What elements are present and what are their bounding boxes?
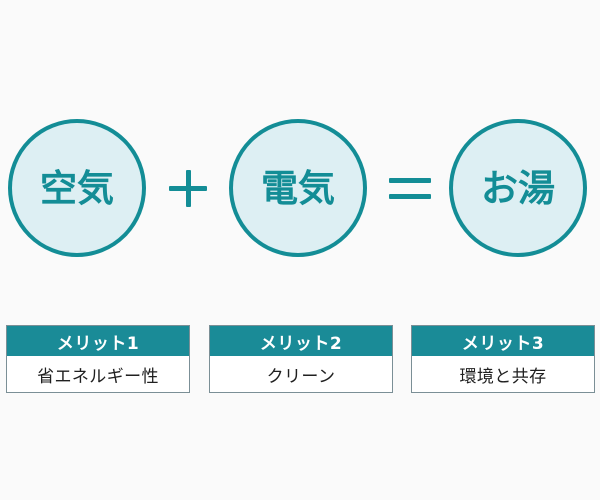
term-label-air: 空気: [40, 166, 114, 210]
equals-icon: [384, 170, 434, 206]
merit-title-2: メリット2: [210, 326, 392, 356]
equation-diagram: 空気 電気 お湯: [8, 119, 587, 257]
merit-card-3: メリット3 環境と共存: [411, 325, 595, 393]
equals-bottom-stroke: [389, 194, 431, 199]
term-label-electricity: 電気: [261, 166, 335, 210]
result-circle-hot-water: お湯: [449, 119, 587, 257]
plus-icon: [163, 170, 213, 207]
merit-text-2: クリーン: [266, 366, 336, 387]
merit-card-2: メリット2 クリーン: [209, 325, 393, 393]
merit-text-3: 環境と共存: [459, 366, 547, 387]
term-circle-air: 空気: [8, 119, 146, 257]
merit-title-1: メリット1: [7, 326, 189, 356]
merit-text-1: 省エネルギー性: [37, 366, 159, 387]
plus-vertical-stroke: [186, 170, 191, 207]
merit-card-1: メリット1 省エネルギー性: [6, 325, 190, 393]
equals-top-stroke: [389, 178, 431, 183]
term-circle-electricity: 電気: [229, 119, 367, 257]
merit-title-3: メリット3: [412, 326, 594, 356]
result-label-hot-water: お湯: [481, 166, 555, 210]
